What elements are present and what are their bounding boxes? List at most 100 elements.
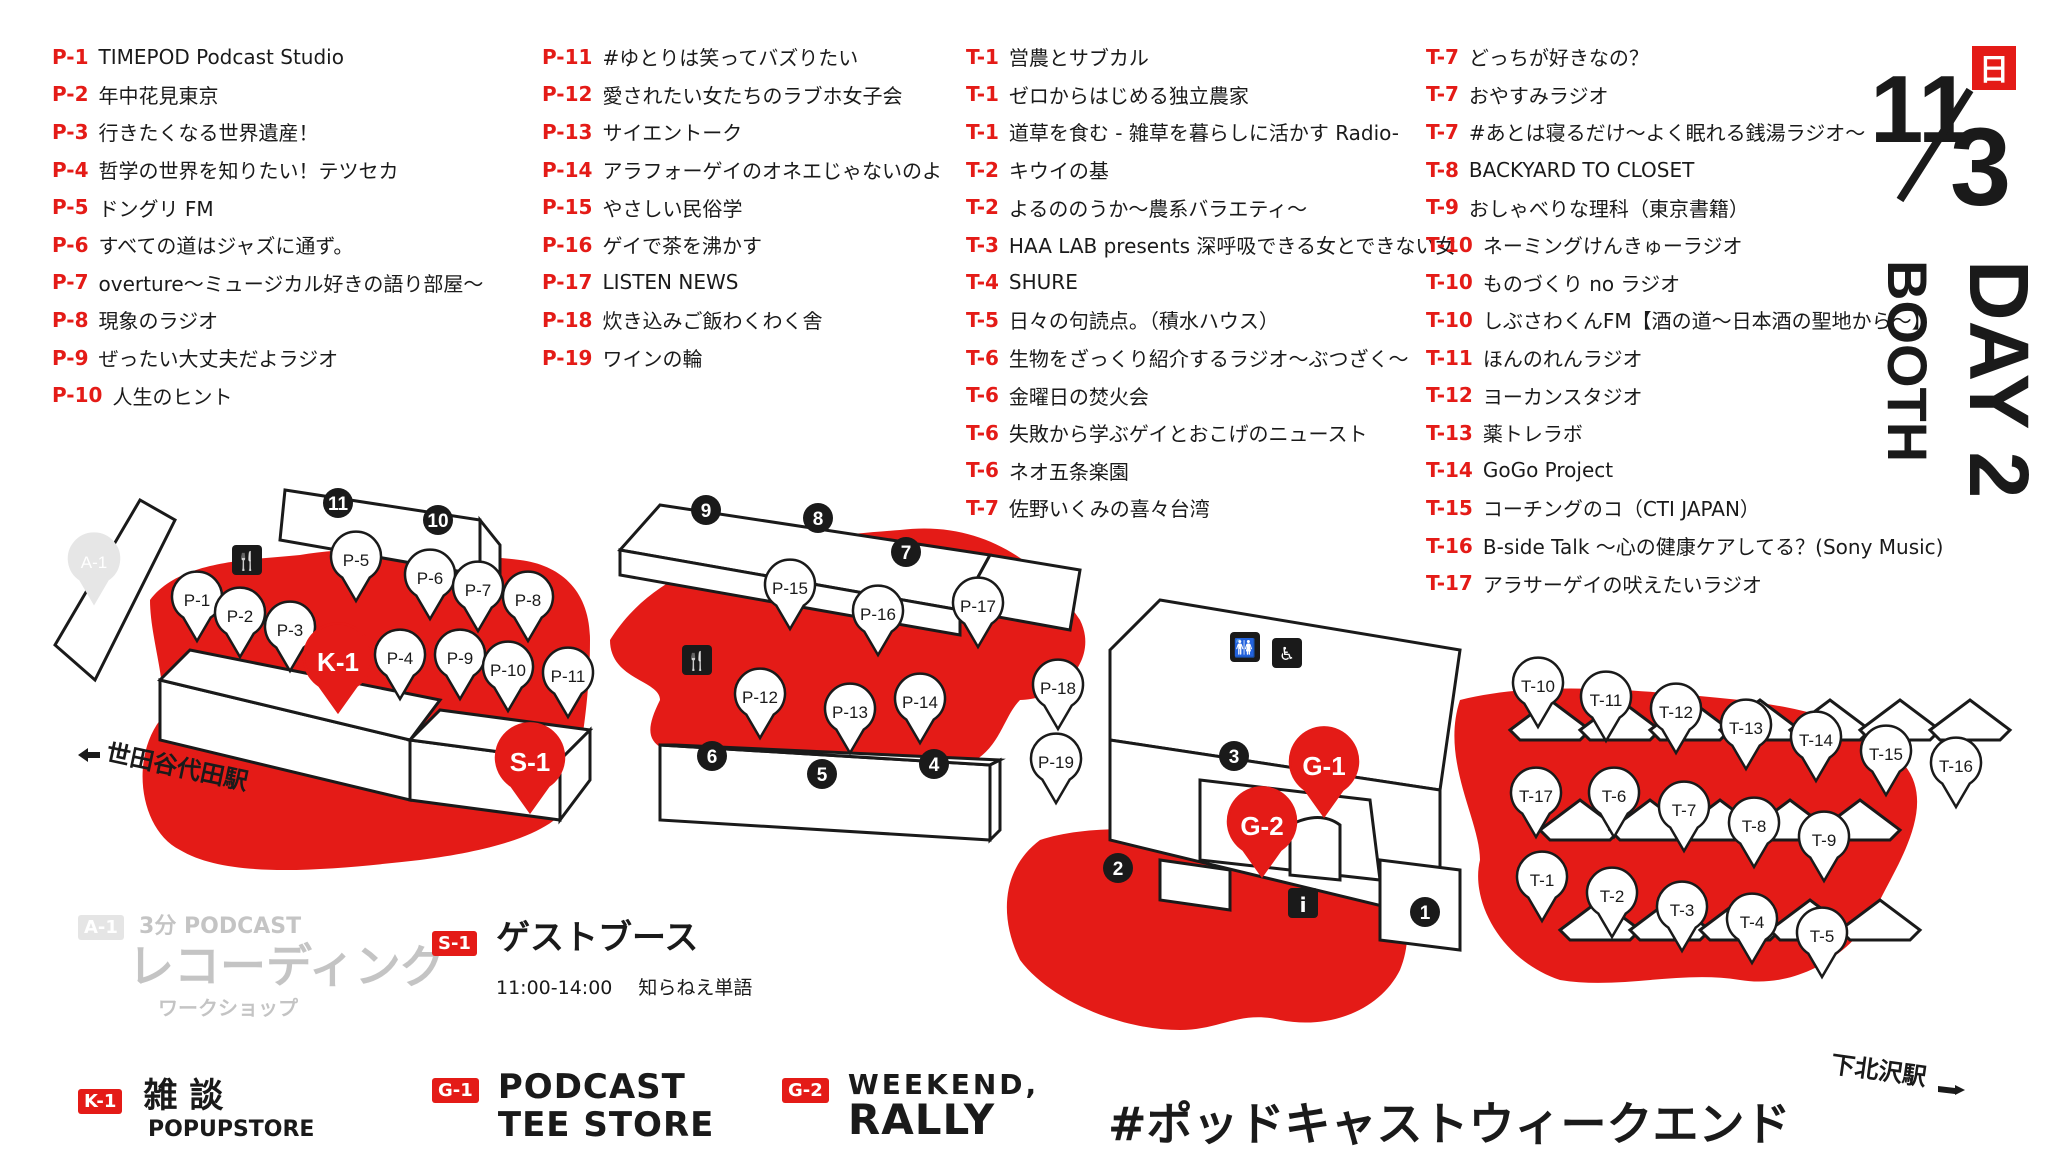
pin-t-12[interactable]: T-12 (1649, 682, 1703, 756)
booth-code: P-19 (542, 345, 593, 370)
pin-t-14[interactable]: T-14 (1789, 710, 1843, 784)
pin-t-13[interactable]: T-13 (1719, 698, 1773, 772)
booth-code: P-13 (542, 119, 593, 144)
booth-code: P-6 (52, 232, 89, 257)
building-number-5: 5 (807, 759, 837, 789)
pin-p-9[interactable]: P-9 (433, 628, 487, 702)
svg-text:T-3: T-3 (1670, 901, 1695, 920)
booth-code: P-12 (542, 82, 593, 107)
pin-p-4[interactable]: P-4 (373, 628, 427, 702)
booth-name: LISTEN NEWS (602, 270, 739, 295)
booth-code: T-3 (966, 232, 999, 257)
pin-p-10[interactable]: P-10 (481, 640, 535, 714)
pin-t-17[interactable]: T-17 (1509, 766, 1563, 840)
pin-t-7[interactable]: T-7 (1657, 780, 1711, 854)
booth-code: T-2 (966, 157, 999, 182)
pin-p-18[interactable]: P-18 (1031, 658, 1085, 732)
booth-code: T-7 (966, 495, 999, 520)
pin-g-1[interactable]: G-1 (1288, 726, 1360, 819)
pin-p-7[interactable]: P-7 (451, 560, 505, 634)
booth-name: どっちが好きなの？ (1468, 46, 1649, 71)
pin-p-16[interactable]: P-16 (851, 584, 905, 658)
svg-text:下北沢駅: 下北沢駅 (1829, 1050, 1928, 1091)
building-number-11: 11 (323, 488, 353, 518)
pin-t-15[interactable]: T-15 (1859, 724, 1913, 798)
booth-name: ドングリ FM (98, 196, 214, 221)
pin-t-6[interactable]: T-6 (1587, 766, 1641, 840)
booth-code: T-15 (1426, 495, 1473, 520)
booth-code: T-10 (1426, 270, 1473, 295)
booth-code: T-12 (1426, 383, 1473, 408)
svg-text:10: 10 (427, 511, 448, 532)
pin-k-1[interactable]: K-1 (302, 622, 374, 715)
pin-t-11[interactable]: T-11 (1579, 670, 1633, 744)
pin-p-11[interactable]: P-11 (541, 646, 595, 720)
pin-p-13[interactable]: P-13 (823, 682, 877, 756)
booth-code: P-3 (52, 119, 89, 144)
booth-name: 薬トレラボ (1482, 422, 1583, 447)
svg-text:🍴: 🍴 (236, 550, 258, 572)
restaurant-icon-center: 🍴 (682, 645, 712, 675)
pin-t-5[interactable]: T-5 (1795, 906, 1849, 980)
booth-name: GoGo Project (1482, 458, 1614, 483)
pin-t-10[interactable]: T-10 (1511, 656, 1565, 730)
booth-name: アラフォーゲイのオネエじゃないのよ (602, 159, 943, 184)
svg-text:6: 6 (707, 747, 718, 768)
pin-p-19[interactable]: P-19 (1029, 732, 1083, 806)
pin-t-16[interactable]: T-16 (1929, 736, 1983, 810)
booth-name: 炊き込みご飯わくわく舎 (602, 309, 823, 334)
pin-p-8[interactable]: P-8 (501, 570, 555, 644)
date-slash (1896, 87, 1974, 203)
svg-text:P-7: P-7 (465, 581, 491, 600)
pin-a-1[interactable]: A-1 (67, 532, 121, 606)
svg-text:P-3: P-3 (277, 621, 303, 640)
station-east-label: 下北沢駅 (1829, 1050, 1965, 1095)
svg-text:P-8: P-8 (515, 591, 541, 610)
pin-t-2[interactable]: T-2 (1585, 866, 1639, 940)
svg-text:P-1: P-1 (184, 591, 210, 610)
tent (1927, 698, 2013, 742)
svg-text:T-10: T-10 (1521, 677, 1555, 696)
pin-t-8[interactable]: T-8 (1727, 796, 1781, 870)
booth-name: アラサーゲイの吠えたいラジオ (1482, 572, 1763, 597)
booth-code: T-6 (966, 345, 999, 370)
booth-code: T-10 (1426, 232, 1473, 257)
buildings-west (53, 488, 594, 825)
booth-name: ゲイで茶を沸かす (602, 234, 763, 259)
pin-p-2[interactable]: P-2 (213, 586, 267, 660)
svg-text:P-9: P-9 (447, 649, 473, 668)
pin-p-17[interactable]: P-17 (951, 576, 1005, 650)
pin-p-14[interactable]: P-14 (893, 672, 947, 746)
legend-g1: G-1 PODCAST TEE STORE (432, 1068, 714, 1144)
pin-t-9[interactable]: T-9 (1797, 810, 1851, 884)
pin-p-12[interactable]: P-12 (733, 667, 787, 741)
booth-code: T-16 (1426, 533, 1473, 558)
booth-name: BACKYARD TO CLOSET (1468, 157, 1695, 182)
legend-k1: K-1 雑 談 POPUPSTORE (78, 1068, 314, 1142)
pin-p-5[interactable]: P-5 (329, 530, 383, 604)
pin-p-15[interactable]: P-15 (763, 558, 817, 632)
pin-g-2[interactable]: G-2 (1226, 786, 1298, 879)
svg-text:T-6: T-6 (1602, 787, 1627, 806)
pin-s-1[interactable]: S-1 (494, 722, 566, 815)
svg-text:P-2: P-2 (227, 607, 253, 626)
pin-t-4[interactable]: T-4 (1725, 892, 1779, 966)
booth-name: overture〜ミュージカル好きの語り部屋〜 (98, 271, 484, 296)
pin-t-3[interactable]: T-3 (1655, 880, 1709, 954)
pin-t-1[interactable]: T-1 (1515, 850, 1569, 924)
booth-name: ほんのれんラジオ (1482, 347, 1643, 372)
booth-code: T-6 (966, 458, 999, 483)
